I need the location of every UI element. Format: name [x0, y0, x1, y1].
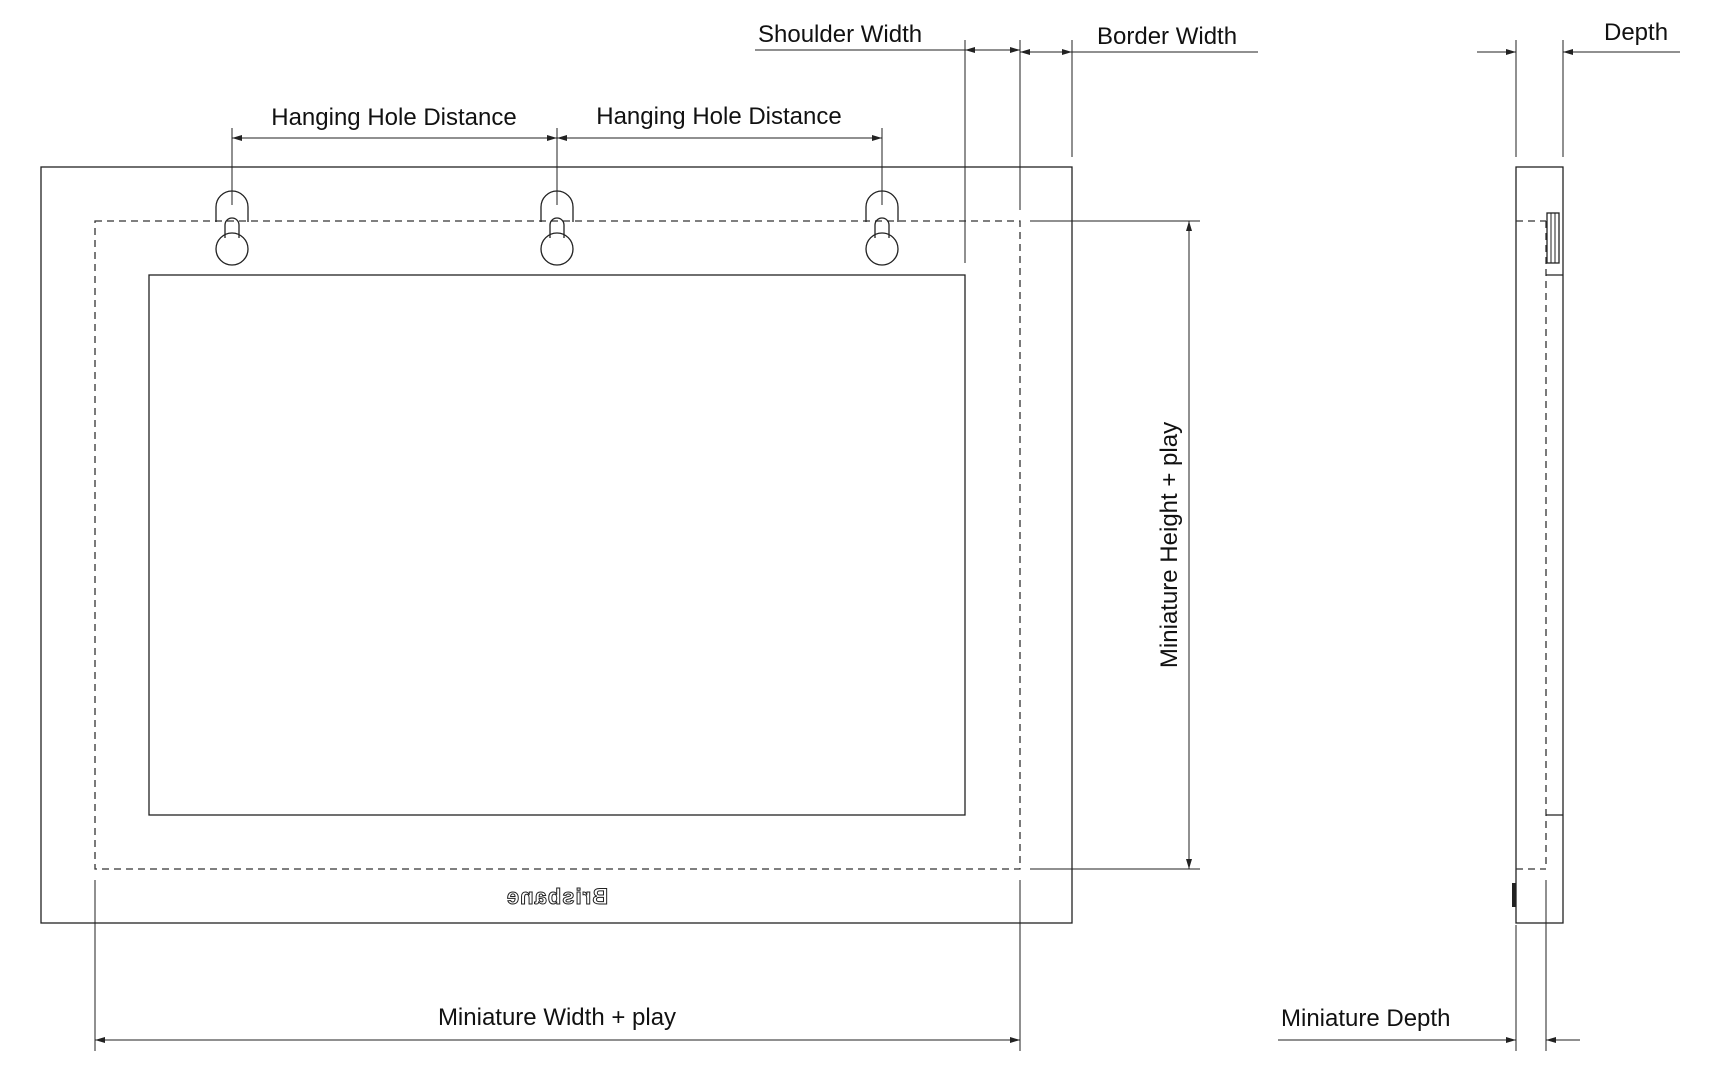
side-frame-outline [1515, 166, 1564, 924]
miniature-width-label: Miniature Width + play [438, 1004, 676, 1031]
front-view: Brisbane [40, 166, 1073, 924]
side-view [1512, 166, 1564, 924]
border-width-label: Border Width [1097, 23, 1237, 50]
hanging-hole-distance-dimension: Hanging Hole Distance Hanging Hole Dista… [231, 103, 883, 205]
depth-label: Depth [1604, 19, 1668, 46]
side-bottom-foot [1512, 883, 1516, 907]
miniature-depth-label: Miniature Depth [1281, 1005, 1450, 1032]
hanging-hole-distance-left-label: Hanging Hole Distance [271, 104, 516, 131]
miniature-recess-dashed-outline [94, 220, 1021, 870]
miniature-depth-dimension: Miniature Depth [1278, 880, 1580, 1051]
miniature-width-dimension: Miniature Width + play [94, 880, 1021, 1051]
miniature-height-label: Miniature Height + play [1156, 422, 1183, 668]
hanging-hole-distance-right-label: Hanging Hole Distance [596, 103, 841, 130]
brand-mark: Brisbane [506, 884, 608, 909]
glass-window-outline [148, 274, 966, 816]
miniature-height-dimension: Miniature Height + play [1030, 220, 1200, 870]
shoulder-border-width-dimension: Shoulder Width Border Width [755, 21, 1258, 263]
depth-dimension: Depth [1477, 19, 1680, 157]
outer-frame-outline [40, 166, 1073, 924]
side-hanger-detail [1546, 212, 1560, 264]
shoulder-width-label: Shoulder Width [758, 21, 922, 48]
